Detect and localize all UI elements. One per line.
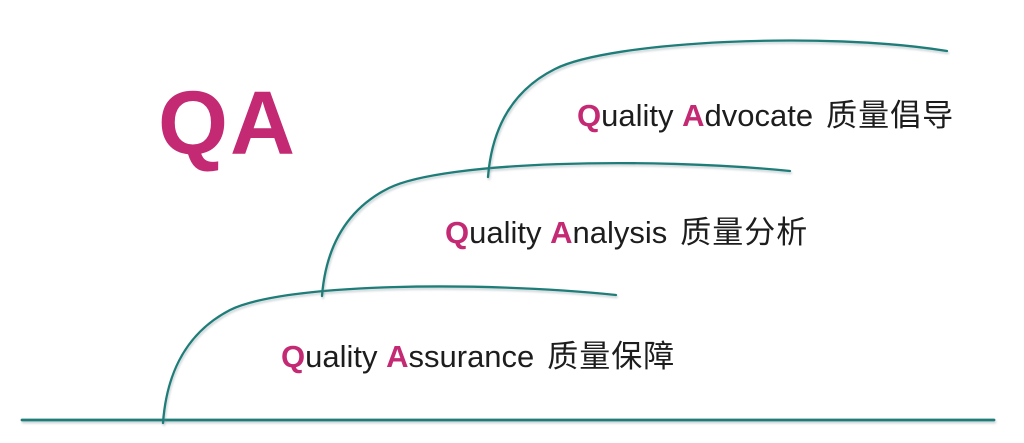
label-quality-advocate: Quality Advocate 质量倡导	[577, 97, 954, 134]
highlight-letter-a: A	[550, 215, 573, 250]
highlight-letter-a: A	[386, 339, 409, 374]
highlight-letter-q: Q	[577, 98, 602, 133]
curve-level-analysis	[320, 161, 792, 298]
page-title: QA	[158, 74, 297, 174]
label-quality-analysis: Quality Analysis 质量分析	[445, 214, 808, 251]
curve-level-advocate	[486, 39, 949, 179]
highlight-letter-a: A	[682, 98, 705, 133]
highlight-letter-q: Q	[445, 215, 470, 250]
label-text-en: ssurance	[408, 339, 535, 374]
label-text-en: nalysis	[572, 215, 668, 250]
label-text-en: uality	[601, 98, 683, 133]
label-quality-assurance: Quality Assurance 质量保障	[281, 338, 675, 375]
highlight-letter-q: Q	[281, 339, 306, 374]
label-text-en: uality	[469, 215, 551, 250]
curve-level-assurance	[161, 285, 618, 425]
label-text-zh: 质量分析	[680, 215, 809, 250]
label-text-zh: 质量倡导	[826, 98, 955, 133]
label-text-zh: 质量保障	[547, 339, 676, 374]
label-text-en: dvocate	[704, 98, 814, 133]
label-text-en: uality	[305, 339, 387, 374]
